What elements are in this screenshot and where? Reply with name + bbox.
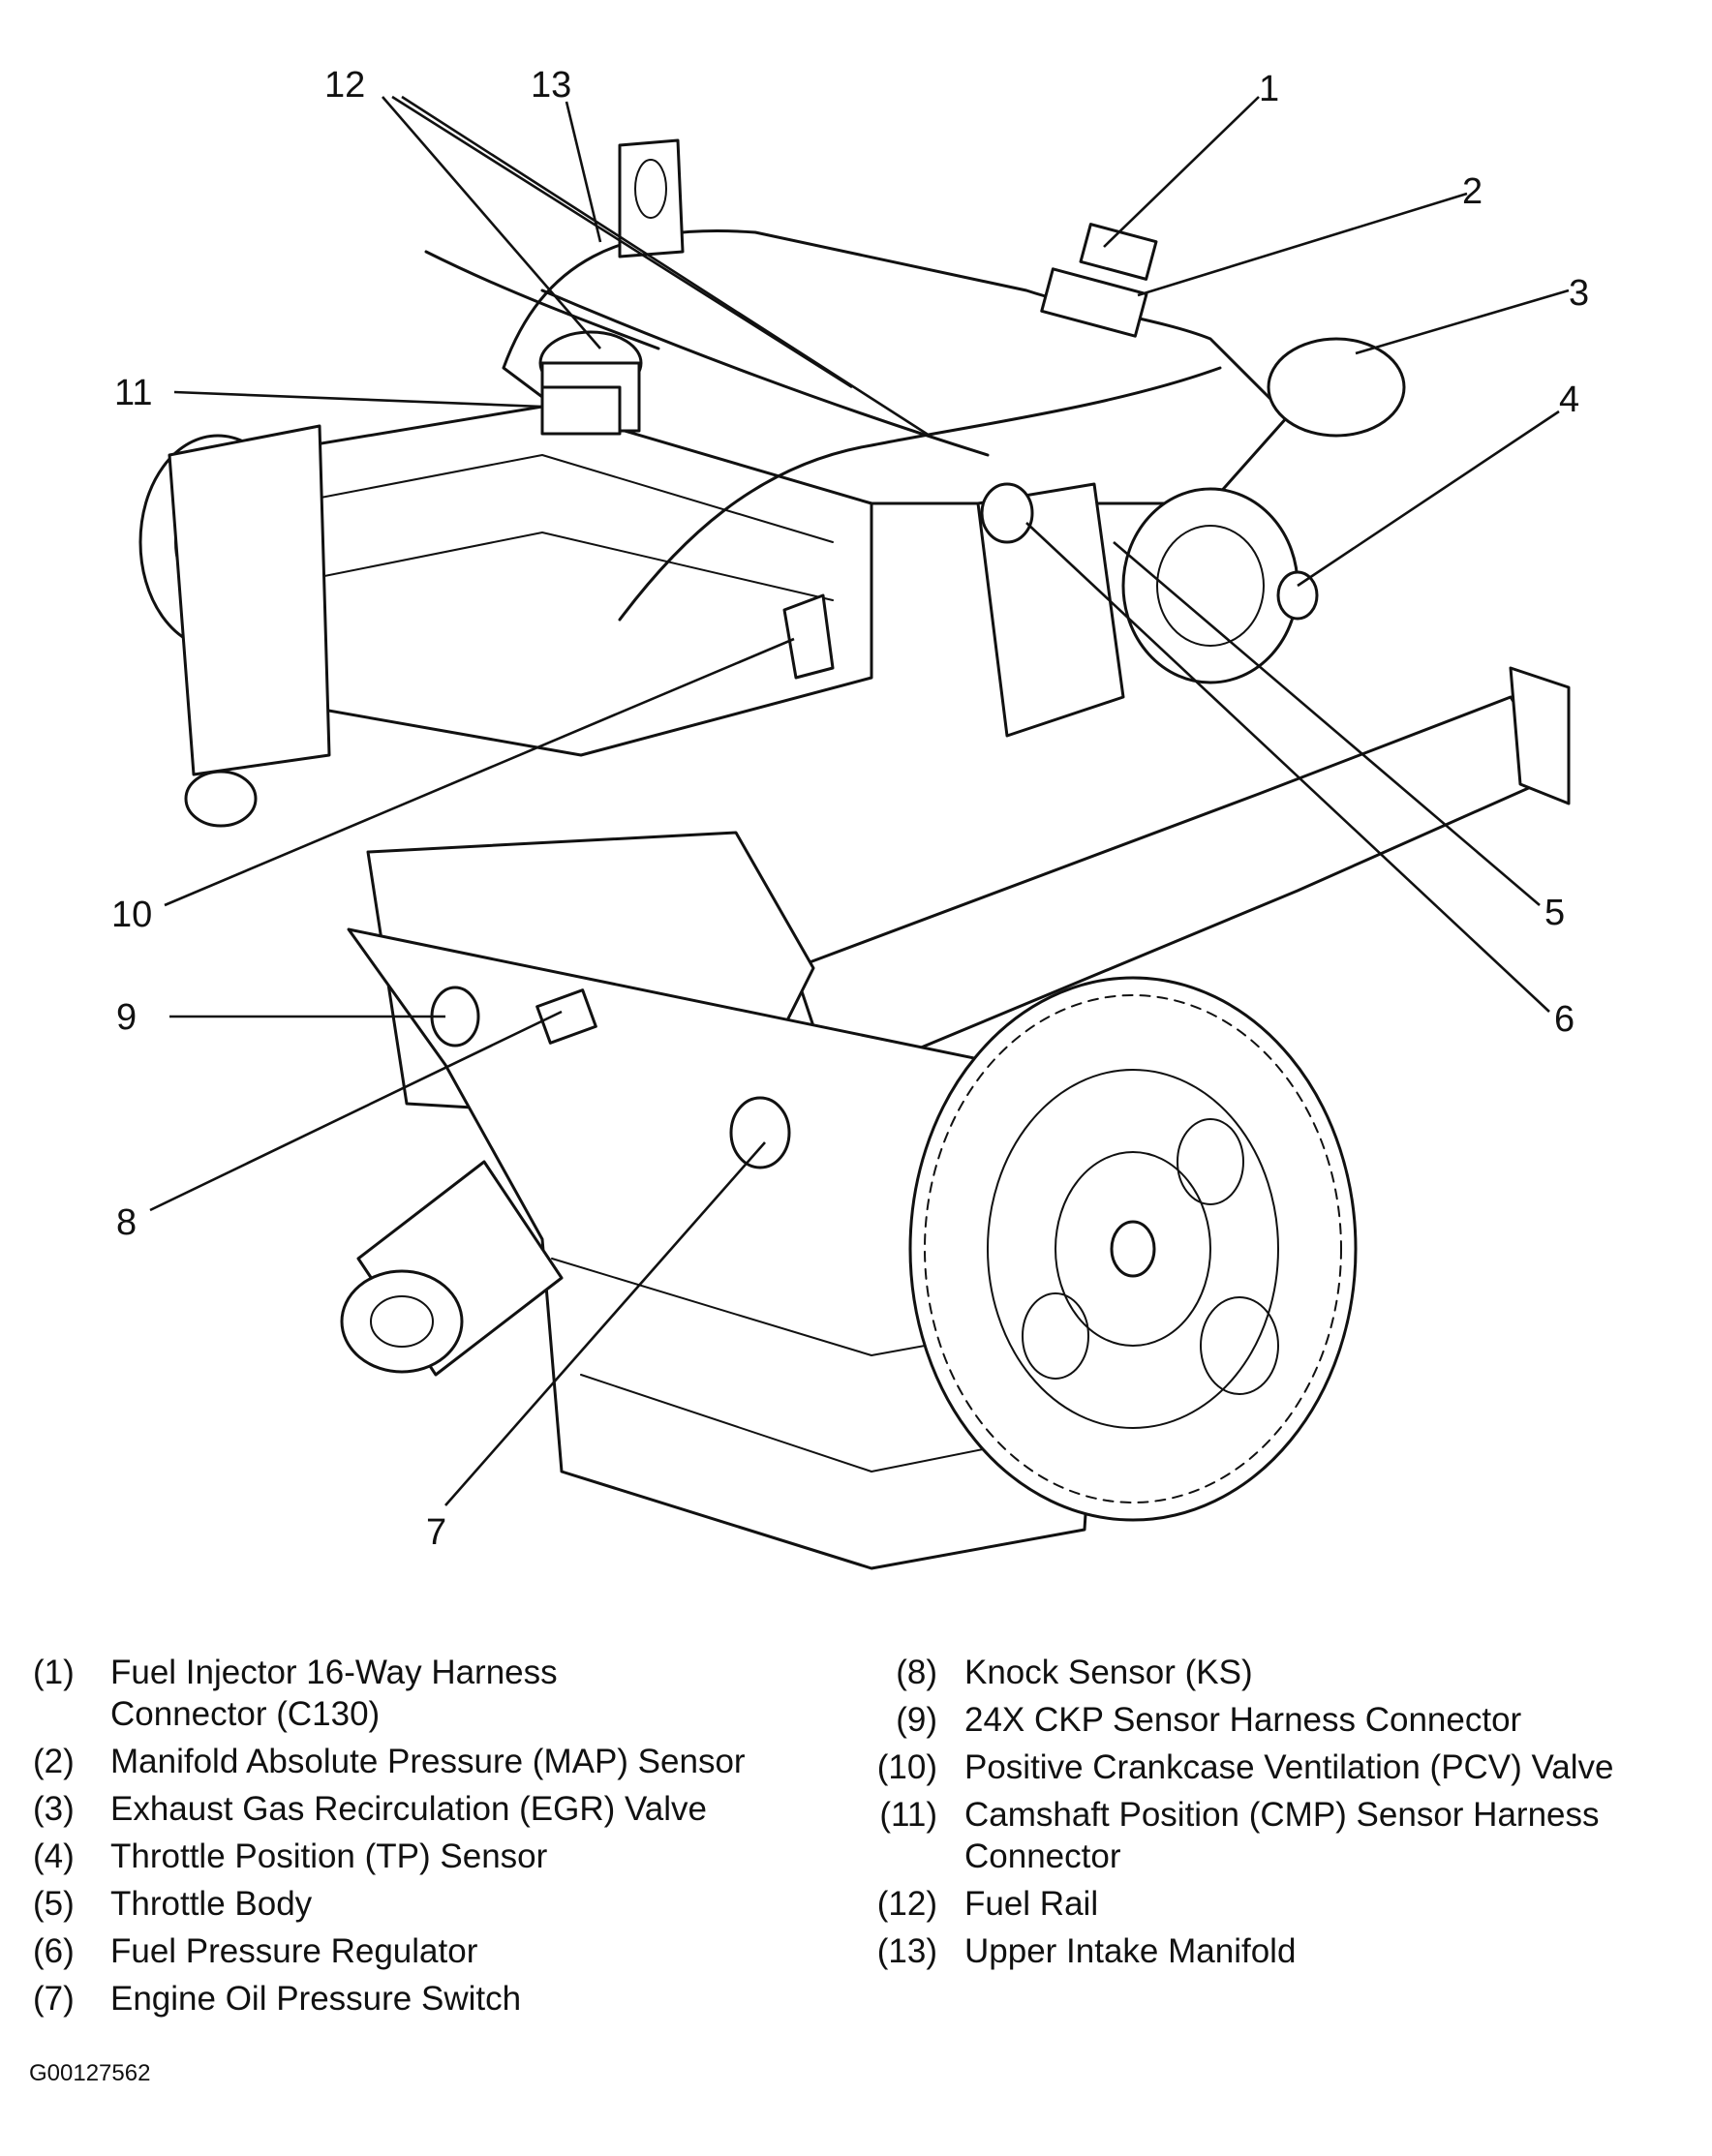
- legend-number: (1): [33, 1654, 75, 1691]
- tp-sensor: [1276, 570, 1319, 621]
- legend-item: (13) Upper Intake Manifold: [870, 1930, 1702, 1972]
- legend-text: Fuel Pressure Regulator: [110, 1932, 478, 1970]
- leader-12c: [401, 95, 931, 438]
- leader-12a: [382, 96, 601, 349]
- callout-5: 5: [1544, 893, 1565, 933]
- callout-6: 6: [1554, 999, 1574, 1040]
- legend-text: Knock Sensor (KS): [964, 1654, 1253, 1691]
- legend-text: Positive Crankcase Ventilation (PCV) Val…: [964, 1748, 1614, 1786]
- legend-item: (8) Knock Sensor (KS): [870, 1652, 1702, 1693]
- lifting-eye-hole: [634, 159, 667, 219]
- legend-text: Fuel Rail: [964, 1885, 1099, 1923]
- legend-number: (2): [33, 1743, 75, 1780]
- leader-11: [173, 390, 543, 409]
- legend-item: (9) 24X CKP Sensor Harness Connector: [870, 1699, 1702, 1741]
- legend-item: (10) Positive Crankcase Ventilation (PCV)…: [870, 1746, 1702, 1788]
- upper-intake-manifold: [502, 229, 1290, 505]
- legend-item: (3) Exhaust Gas Recirculation (EGR) Valve: [33, 1788, 837, 1830]
- legend-text: Upper Intake Manifold: [964, 1932, 1297, 1970]
- leader-1: [1103, 96, 1260, 248]
- throttle-body-bore: [1121, 487, 1299, 684]
- leader-10: [164, 637, 795, 907]
- legend-number: (13): [876, 1932, 937, 1970]
- wiring-harness-lower: [424, 250, 660, 350]
- cmp-sensor-harness-connector: [540, 385, 622, 436]
- leader-12b: [391, 95, 853, 389]
- legend-number: (5): [33, 1885, 75, 1923]
- manifold-lifting-eye: [618, 138, 685, 258]
- legend-number: (4): [33, 1837, 75, 1875]
- engine-illustration: [138, 138, 1571, 1570]
- callout-8: 8: [116, 1202, 137, 1243]
- leader-13: [565, 101, 602, 243]
- callout-4: 4: [1559, 380, 1579, 420]
- leader-2: [1137, 192, 1468, 297]
- legend-number: (11): [879, 1796, 937, 1834]
- fuel-injector-harness-connector: [1079, 223, 1158, 281]
- callout-7: 7: [426, 1512, 446, 1553]
- throttle-body: [976, 482, 1125, 738]
- legend-number: (3): [33, 1790, 75, 1828]
- legend-text: Connector (C130): [110, 1695, 381, 1733]
- legend-text: Throttle Body: [110, 1885, 313, 1923]
- legend-text: Engine Oil Pressure Switch: [110, 1980, 522, 2018]
- egr-valve: [1267, 337, 1406, 438]
- legend-item: (2) Manifold Absolute Pressure (MAP) Sens…: [33, 1741, 837, 1782]
- oil-pressure-switch: [729, 1096, 791, 1169]
- legend-text: Camshaft Position (CMP) Sensor Harness: [964, 1796, 1600, 1834]
- callout-11: 11: [114, 373, 152, 413]
- figure-id: G00127562: [29, 2060, 151, 2086]
- callout-2: 2: [1462, 171, 1483, 212]
- legend-text: Throttle Position (TP) Sensor: [110, 1837, 548, 1875]
- oil-filter: [340, 1160, 564, 1377]
- legend-right-column: (8) Knock Sensor (KS) (9) 24X CKP Sensor Ha…: [870, 1652, 1702, 1978]
- engine-diagram: 1 2 3 4 5 6 7 8 9 10 11 12 13: [111, 65, 1589, 1570]
- callout-13: 13: [531, 65, 571, 106]
- legend-number: (10): [876, 1748, 937, 1786]
- legend-number: (8): [896, 1654, 937, 1691]
- coolant-outlet: [184, 770, 258, 828]
- legend-number: (6): [33, 1932, 75, 1970]
- leader-5: [1113, 541, 1541, 906]
- callout-10: 10: [111, 895, 152, 935]
- callout-labels: 1 2 3 4 5 6 7 8 9 10 11 12 13: [111, 65, 1589, 1553]
- thermostat-housing: [168, 424, 331, 776]
- leader-8: [149, 1010, 563, 1212]
- callout-3: 3: [1569, 273, 1589, 314]
- legend-item: (11) Camshaft Position (CMP) Sensor Harne…: [870, 1794, 1702, 1877]
- legend-item: (5) Throttle Body: [33, 1883, 837, 1925]
- leader-lines: [149, 95, 1570, 1506]
- right-bracket: [1509, 666, 1571, 805]
- legend-text: Manifold Absolute Pressure (MAP) Sensor: [110, 1743, 746, 1780]
- legend-item: (12) Fuel Rail: [870, 1883, 1702, 1925]
- legend-item: (4) Throttle Position (TP) Sensor: [33, 1836, 837, 1877]
- legend-item: (6) Fuel Pressure Regulator: [33, 1930, 837, 1972]
- leader-3: [1355, 288, 1570, 355]
- legend-number: (7): [33, 1980, 75, 2018]
- callout-9: 9: [116, 997, 137, 1038]
- flywheel: [908, 976, 1358, 1522]
- callout-12: 12: [324, 65, 365, 106]
- fuel-pressure-regulator: [980, 482, 1034, 544]
- callout-1: 1: [1259, 69, 1279, 109]
- knock-sensor: [535, 988, 597, 1045]
- leader-6: [1025, 522, 1550, 1013]
- leader-4: [1297, 410, 1560, 588]
- legend-text: Exhaust Gas Recirculation (EGR) Valve: [110, 1790, 707, 1828]
- legend-number: (12): [876, 1885, 937, 1923]
- leader-7: [444, 1141, 766, 1506]
- map-sensor: [1040, 267, 1148, 338]
- legend-number: (9): [896, 1701, 937, 1739]
- legend-text: 24X CKP Sensor Harness Connector: [964, 1701, 1522, 1739]
- legend-text: Connector: [964, 1837, 1121, 1875]
- pcv-valve: [782, 593, 835, 680]
- wiring-harness: [618, 366, 1222, 622]
- legend-text: Fuel Injector 16-Way Harness: [110, 1654, 558, 1691]
- legend-item: (7) Engine Oil Pressure Switch: [33, 1978, 837, 2019]
